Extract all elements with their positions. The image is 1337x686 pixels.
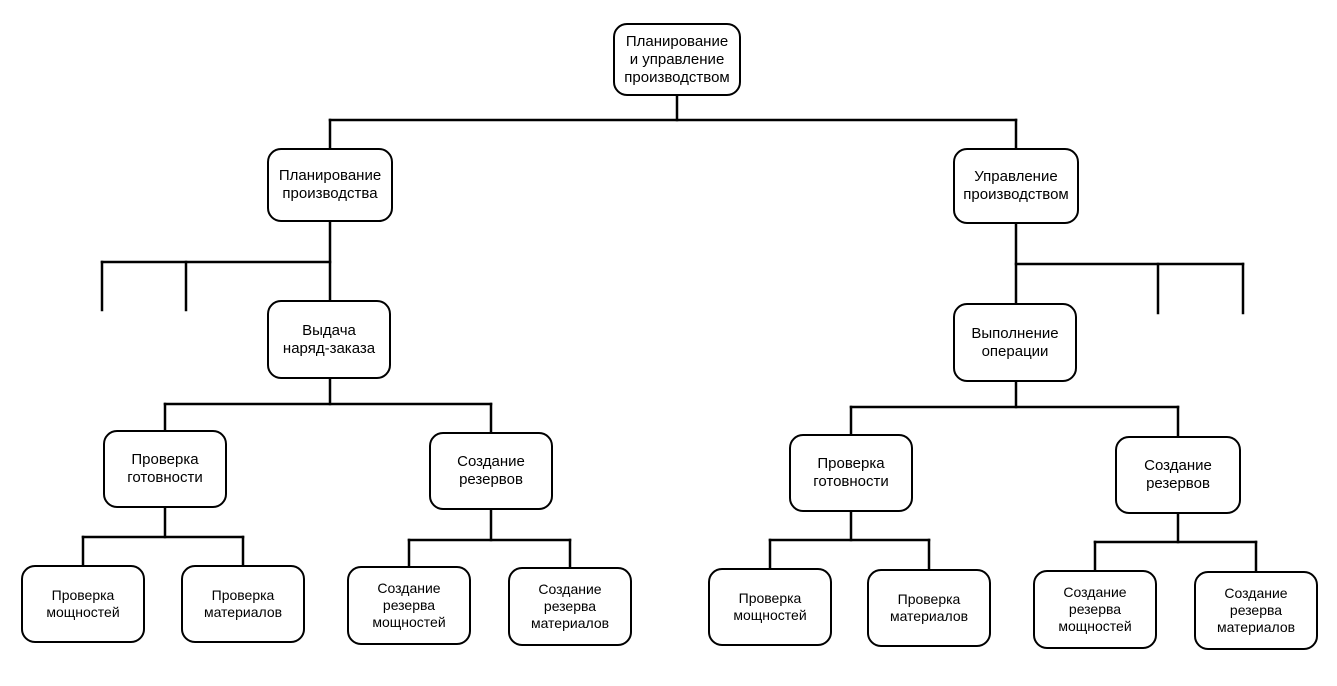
node-left-materials-reserve: Создание резерва материалов [508,567,632,646]
node-left-materials-check: Проверка материалов [181,565,305,643]
node-production-planning: Планирование производства [267,148,393,222]
node-right-readiness-check: Проверка готовности [789,434,913,512]
node-right-materials-check: Проверка материалов [867,569,991,647]
node-root: Планирование и управление производством [613,23,741,96]
node-order-issue: Выдача наряд-заказа [267,300,391,379]
node-right-materials-reserve: Создание резерва материалов [1194,571,1318,650]
node-left-reserve-creation: Создание резервов [429,432,553,510]
node-production-control: Управление производством [953,148,1079,224]
node-left-capacity-reserve: Создание резерва мощностей [347,566,471,645]
node-operation-execution: Выполнение операции [953,303,1077,382]
node-right-capacity-reserve: Создание резерва мощностей [1033,570,1157,649]
node-right-capacity-check: Проверка мощностей [708,568,832,646]
node-right-reserve-creation: Создание резервов [1115,436,1241,514]
node-left-readiness-check: Проверка готовности [103,430,227,508]
node-left-capacity-check: Проверка мощностей [21,565,145,643]
